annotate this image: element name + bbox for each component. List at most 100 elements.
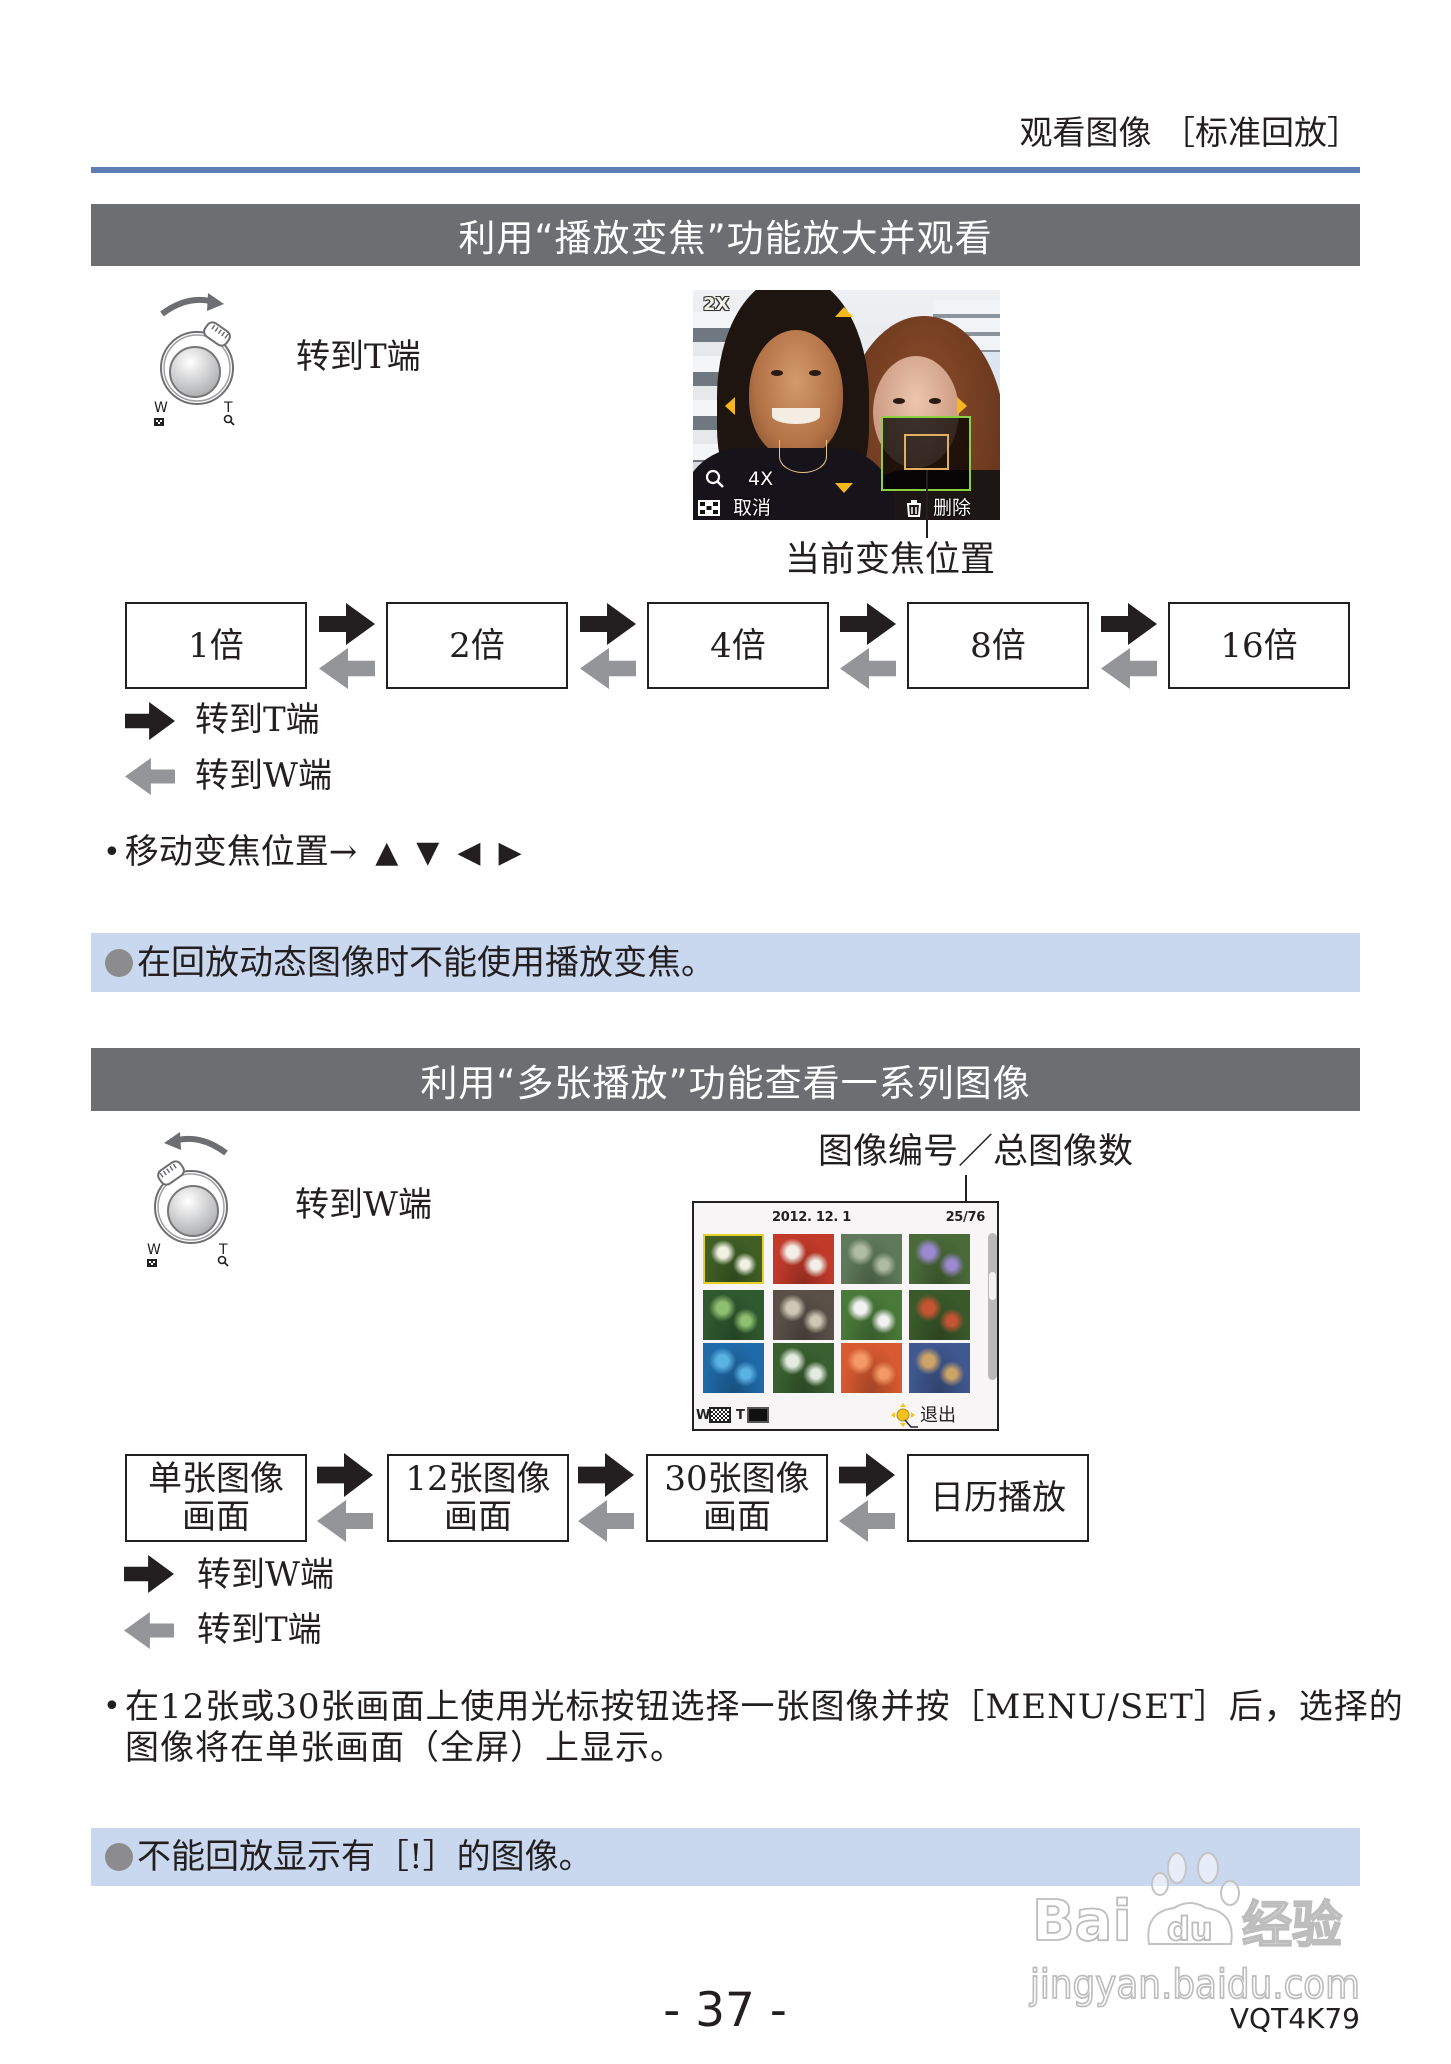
photo-eye <box>929 398 941 404</box>
watermark-product: 经验 <box>1242 1896 1342 1954</box>
magnifier-icon <box>705 469 724 488</box>
zoom-level-label: 1倍 <box>188 625 244 666</box>
zoom-level-box: 4倍 <box>647 602 829 689</box>
page-header-title: 观看图像 ［标准回放］ <box>1019 113 1361 152</box>
zoom-badge: 2X <box>703 294 730 315</box>
legend-arrow-left-icon <box>125 758 175 795</box>
arrow-right-icon <box>578 1453 634 1497</box>
up-arrow-key-icon: ▲ <box>375 834 399 870</box>
zoom-lever-dial-t: W T <box>150 292 250 442</box>
mode-label-line1: 单张图像 <box>148 1459 284 1499</box>
section-title-bar-zoom: 利用“播放变焦”功能放大并观看 <box>91 204 1360 266</box>
multi-instruction: 转到W端 <box>295 1185 432 1225</box>
dial-t-label: T <box>219 1242 228 1258</box>
arrow-left-icon <box>839 1500 895 1542</box>
right-arrow-key-icon: ▶ <box>498 834 522 870</box>
watermark-brand: Bai <box>1032 1889 1132 1954</box>
mode-label-line2: 画面 <box>444 1497 512 1537</box>
note-text: 在回放动态图像时不能使用播放变焦。 <box>137 942 715 983</box>
arrow-right-icon <box>319 603 375 645</box>
note-bar-zoom: 在回放动态图像时不能使用播放变焦。 <box>91 933 1360 992</box>
callout-leader-line <box>965 1175 967 1217</box>
playback-mode-box: 12张图像 画面 <box>387 1454 569 1542</box>
zoom-level-label: 16倍 <box>1220 625 1298 666</box>
header-rule <box>91 167 1360 173</box>
paw-pad-icon <box>1147 1902 1233 1945</box>
down-arrow-key-icon: ▼ <box>416 834 440 870</box>
cursor-pad-icon <box>891 1403 918 1428</box>
arrow-left-icon <box>578 1500 634 1542</box>
thumbnail <box>909 1234 970 1284</box>
legend-label-back: 转到T端 <box>197 1610 322 1650</box>
thumbnail <box>841 1234 902 1284</box>
dial-w-label: W <box>147 1242 161 1258</box>
arrow-left-icon <box>580 648 636 689</box>
zoom-position-callout: 当前变焦位置 <box>785 540 996 580</box>
thumbnail <box>841 1290 902 1340</box>
photo-person-left-face <box>749 330 843 458</box>
photo-necklace <box>779 440 827 473</box>
bullet-text: 移动变焦位置→ <box>124 832 358 872</box>
note-bullet-dot <box>105 948 133 977</box>
arrow-right-icon <box>317 1453 373 1497</box>
photo-eye <box>771 370 783 376</box>
multi-playback-grid-icon <box>698 500 720 516</box>
w-indicator: W <box>696 1408 711 1423</box>
arrow-left-icon <box>317 1500 373 1542</box>
legend-arrow-left-icon <box>124 1612 174 1649</box>
arrow-left-icon <box>840 648 896 689</box>
section-title: 利用“播放变焦”功能放大并观看 <box>458 217 993 260</box>
mode-label-line2: 画面 <box>182 1497 250 1537</box>
bullet-marker: • <box>103 1689 121 1724</box>
screen-date: 2012. 12. 1 <box>772 1210 851 1225</box>
photo-smile <box>772 408 820 424</box>
screen-scrollbar-thumb <box>989 1272 996 1300</box>
zoom-lever-dial-w: W T <box>138 1131 238 1281</box>
trash-icon <box>906 500 922 517</box>
osd-arrow-left-icon <box>725 397 735 415</box>
zoom-instruction: 转到T端 <box>296 337 421 377</box>
multi-grid-icon <box>709 1407 731 1423</box>
arrow-right-icon <box>580 603 636 645</box>
arrow-right-icon <box>840 603 896 645</box>
legend-label-back: 转到W端 <box>195 756 332 796</box>
osd-arrow-down-icon <box>835 483 853 493</box>
zoom-level-label: 8倍 <box>970 625 1026 666</box>
legend-label-forward: 转到T端 <box>195 700 320 740</box>
bullet-move-zoom-position: • 移动变焦位置→ ▲ ▼ ◀ ▶ <box>103 832 522 872</box>
zoom-level-box: 2倍 <box>386 602 568 689</box>
thumbnail <box>841 1343 902 1393</box>
multi-playback-screen: 2012. 12. 1 25/76 W T 退出 <box>692 1201 999 1431</box>
left-arrow-key-icon: ◀ <box>457 834 481 870</box>
zoomed-playback-screen: 2X 4X 取消 删除 <box>693 290 1000 520</box>
thumbnail <box>773 1343 834 1393</box>
arrow-left-icon <box>1101 648 1157 689</box>
arrow-right-icon <box>839 1453 895 1497</box>
zoom-level-box: 8倍 <box>907 602 1089 689</box>
photo-eye <box>809 370 821 376</box>
cancel-label: 取消 <box>733 497 772 519</box>
osd-arrow-up-icon <box>835 307 853 317</box>
image-counter: 25/76 <box>945 1210 986 1225</box>
osd-arrow-right-icon <box>957 397 967 415</box>
thumbnail <box>773 1234 834 1284</box>
current-zoom-position-box <box>904 434 949 470</box>
zoom-level-box: 1倍 <box>125 602 307 689</box>
page-number: - 37 - <box>663 1983 787 2038</box>
legend-label-forward: 转到W端 <box>197 1555 334 1595</box>
arrow-right-icon <box>1101 603 1157 645</box>
bullet-paragraph-line: 在12张或30张画面上使用光标按钮选择一张图像并按［MENU/SET］后，选择的 <box>125 1687 1404 1727</box>
mode-label-line2: 画面 <box>703 1497 771 1537</box>
mode-label-line1: 日历播放 <box>930 1478 1066 1518</box>
dial-t-label: T <box>224 400 233 416</box>
mode-label-line1: 30张图像 <box>664 1459 810 1499</box>
photo-eye <box>893 398 905 404</box>
legend-arrow-right-icon <box>124 1555 174 1593</box>
thumbnail <box>773 1290 834 1340</box>
dial-w-label: W <box>154 400 168 416</box>
section-title-bar-multi: 利用“多张播放”功能查看一系列图像 <box>91 1048 1360 1111</box>
thumbnail <box>703 1343 764 1393</box>
t-indicator: T <box>736 1408 745 1423</box>
zoom-level-box: 16倍 <box>1168 602 1350 689</box>
delete-label: 删除 <box>933 497 972 519</box>
